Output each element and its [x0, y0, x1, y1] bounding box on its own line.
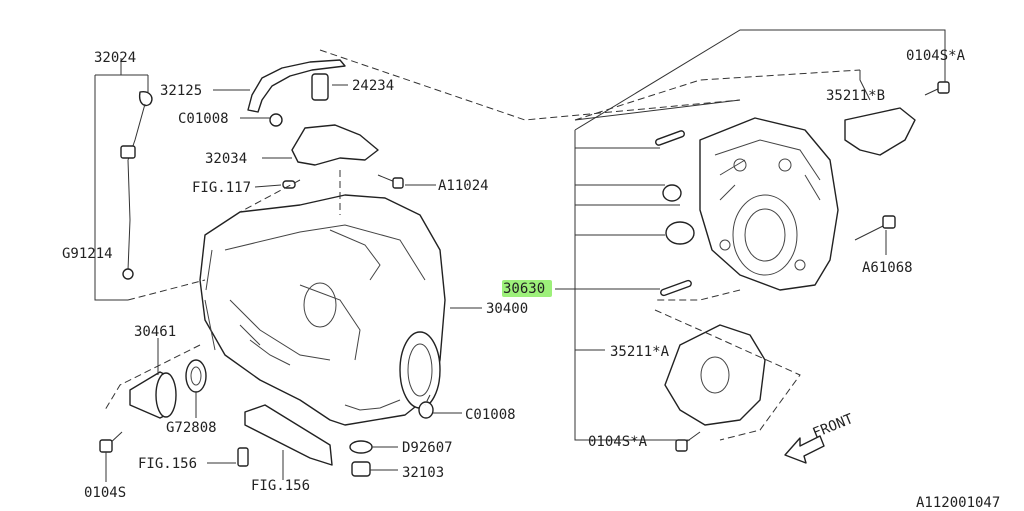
label-30461: 30461 — [134, 324, 176, 340]
label-c01008-bottom: C01008 — [465, 407, 516, 423]
label-35211a: 35211*A — [610, 344, 670, 360]
label-30630: 30630 — [503, 281, 545, 297]
label-fig117: FIG.117 — [192, 180, 251, 196]
label-g72808: G72808 — [166, 420, 217, 436]
label-24234: 24234 — [352, 78, 394, 94]
bushing-small — [662, 184, 682, 202]
label-30400: 30400 — [486, 301, 528, 317]
label-fig156-bottom: FIG.156 — [251, 478, 310, 494]
bracket-32034 — [291, 124, 379, 166]
label-c01008-top: C01008 — [178, 111, 229, 127]
label-0104sa-bottom: 0104S*A — [588, 434, 648, 450]
bearing-large — [665, 221, 695, 245]
label-fig156-left: FIG.156 — [138, 456, 197, 472]
washer-c01008-lower — [418, 401, 434, 419]
label-d92607: D92607 — [402, 440, 453, 456]
leader-lines — [94, 29, 946, 482]
label-a11024: A11024 — [438, 178, 489, 194]
label-0104sa-top: 0104S*A — [906, 48, 966, 64]
bolt-a11024 — [377, 174, 404, 189]
dipstick — [120, 90, 153, 280]
label-g91214: G91214 — [62, 246, 113, 262]
cover-plate — [244, 404, 333, 466]
pin-lower — [660, 279, 692, 297]
front-arrow — [784, 435, 825, 464]
transmission-housing — [199, 194, 446, 426]
bolt-0104s — [99, 431, 123, 453]
bolt-fig156 — [237, 447, 249, 467]
bolt-a61068 — [854, 215, 896, 241]
drawing-id: A112001047 — [916, 495, 1000, 511]
drain-plug — [349, 440, 373, 477]
label-35211b: 35211*B — [826, 88, 885, 104]
highlight-30630 — [502, 280, 552, 297]
label-32103: 32103 — [402, 465, 444, 481]
label-0104s: 0104S — [84, 485, 126, 501]
label-front: FRONT — [811, 411, 857, 442]
bracket-35211a — [664, 324, 766, 426]
pin-upper — [655, 130, 685, 146]
label-a61068: A61068 — [862, 260, 913, 276]
extension-case — [699, 117, 839, 291]
bracket-35211b — [844, 107, 916, 156]
label-32024: 32024 — [94, 50, 136, 66]
breather-clip — [311, 73, 329, 101]
plug-fig117 — [282, 180, 296, 189]
label-32034: 32034 — [205, 151, 247, 167]
seal-group — [129, 359, 207, 419]
washer-c01008 — [269, 113, 283, 127]
bolt-0104sa-bottom — [675, 431, 701, 452]
bolt-0104sa-top — [924, 81, 950, 96]
breather-hose — [247, 59, 346, 113]
label-32125: 32125 — [160, 83, 202, 99]
alignment-lines — [104, 49, 861, 441]
